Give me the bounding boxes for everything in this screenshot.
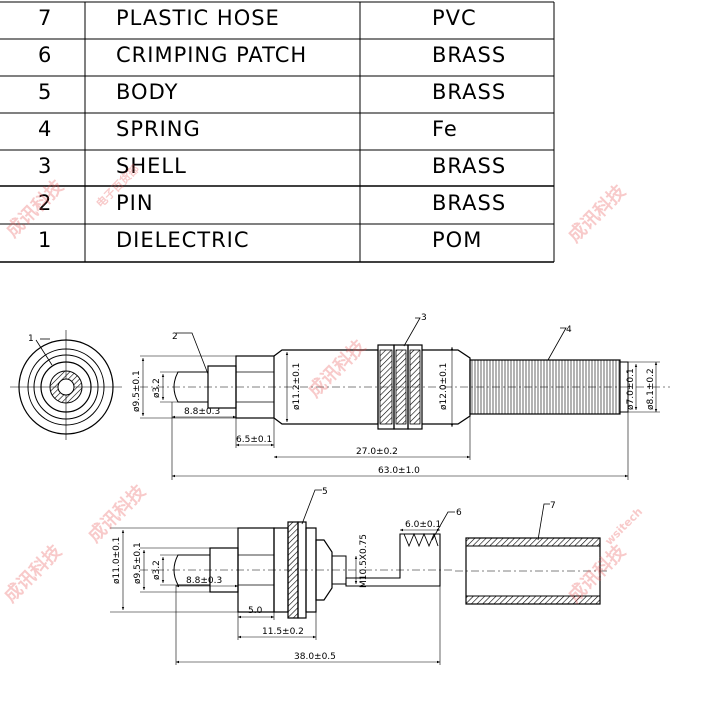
part-material: BRASS <box>432 43 507 67</box>
part-number: 6 <box>38 43 52 67</box>
dim-dia-9-5-body: ø9.5±0.1 <box>133 542 143 584</box>
callout-5: 5 <box>322 487 328 497</box>
dim-5-0: 5.0 <box>248 606 263 616</box>
part-description: PLASTIC HOSE <box>116 6 280 30</box>
part-material: POM <box>432 228 483 252</box>
body-view <box>140 521 455 619</box>
part-number: 2 <box>38 191 52 215</box>
body-view-dimension-lines <box>110 527 441 665</box>
hose-view <box>455 537 610 605</box>
bom-row-2: 2 PIN BRASS <box>0 187 554 224</box>
dim-dia-11-2: ø11.2±0.1 <box>292 363 302 410</box>
side-view-leaders <box>40 317 567 375</box>
dim-dia-3-2: ø3.2 <box>152 378 162 398</box>
part-description: DIELECTRIC <box>116 228 250 252</box>
callout-4: 4 <box>566 325 572 335</box>
end-view <box>10 330 122 440</box>
body-view-leaders <box>301 489 550 541</box>
dim-dia-11-0: ø11.0±0.1 <box>112 537 122 584</box>
dim-8-8: 8.8±0.3 <box>184 407 220 417</box>
part-number: 5 <box>38 80 52 104</box>
dim-dia-8-1: ø8.1±0.2 <box>646 368 656 410</box>
bom-row-4: 4 SPRING Fe <box>0 113 554 150</box>
dim-6-0: 6.0±0.1 <box>405 520 441 530</box>
side-view-dimension-lines <box>140 347 660 480</box>
part-material: BRASS <box>432 191 507 215</box>
part-material: PVC <box>432 6 477 30</box>
part-description: PIN <box>116 191 154 215</box>
part-number: 4 <box>38 117 52 141</box>
part-description: CRIMPING PATCH <box>116 43 308 67</box>
part-number: 7 <box>38 6 52 30</box>
callout-1: 1 <box>28 334 34 344</box>
dim-38-0: 38.0±0.5 <box>294 652 336 662</box>
dim-dia-12-0: ø12.0±0.1 <box>439 363 449 410</box>
callout-2: 2 <box>172 332 178 342</box>
dim-63-0: 63.0±1.0 <box>378 466 420 476</box>
dim-6-5: 6.5±0.1 <box>236 435 272 445</box>
part-description: SPRING <box>116 117 201 141</box>
bom-row-1: 1 DIELECTRIC POM <box>0 224 554 261</box>
bom-grid <box>0 1 555 263</box>
part-material: BRASS <box>432 80 507 104</box>
dim-27-0: 27.0±0.2 <box>356 447 398 457</box>
dim-dia-7-0: ø7.0±0.1 <box>626 368 636 410</box>
bom-row-7: 7 PLASTIC HOSE PVC <box>0 2 554 39</box>
callout-6: 6 <box>456 508 462 518</box>
part-number: 1 <box>38 228 52 252</box>
side-view <box>140 344 670 430</box>
part-material: Fe <box>432 117 458 141</box>
callout-7: 7 <box>550 501 556 511</box>
dim-thread-m10-5: M10.5X0.75 <box>359 534 369 588</box>
dim-8-8-body: 8.8±0.3 <box>186 576 222 586</box>
bom-row-3: 3 SHELL BRASS <box>0 150 554 187</box>
part-description: SHELL <box>116 154 187 178</box>
dim-11-5: 11.5±0.2 <box>262 627 304 637</box>
part-number: 3 <box>38 154 52 178</box>
part-description: BODY <box>116 80 179 104</box>
part-material: BRASS <box>432 154 507 178</box>
dim-dia-9-5: ø9.5±0.1 <box>132 370 142 412</box>
bom-row-6: 6 CRIMPING PATCH BRASS <box>0 39 554 76</box>
callout-3: 3 <box>421 313 427 323</box>
bom-row-5: 5 BODY BRASS <box>0 76 554 113</box>
dim-dia-3-2-body: ø3.2 <box>152 560 162 580</box>
